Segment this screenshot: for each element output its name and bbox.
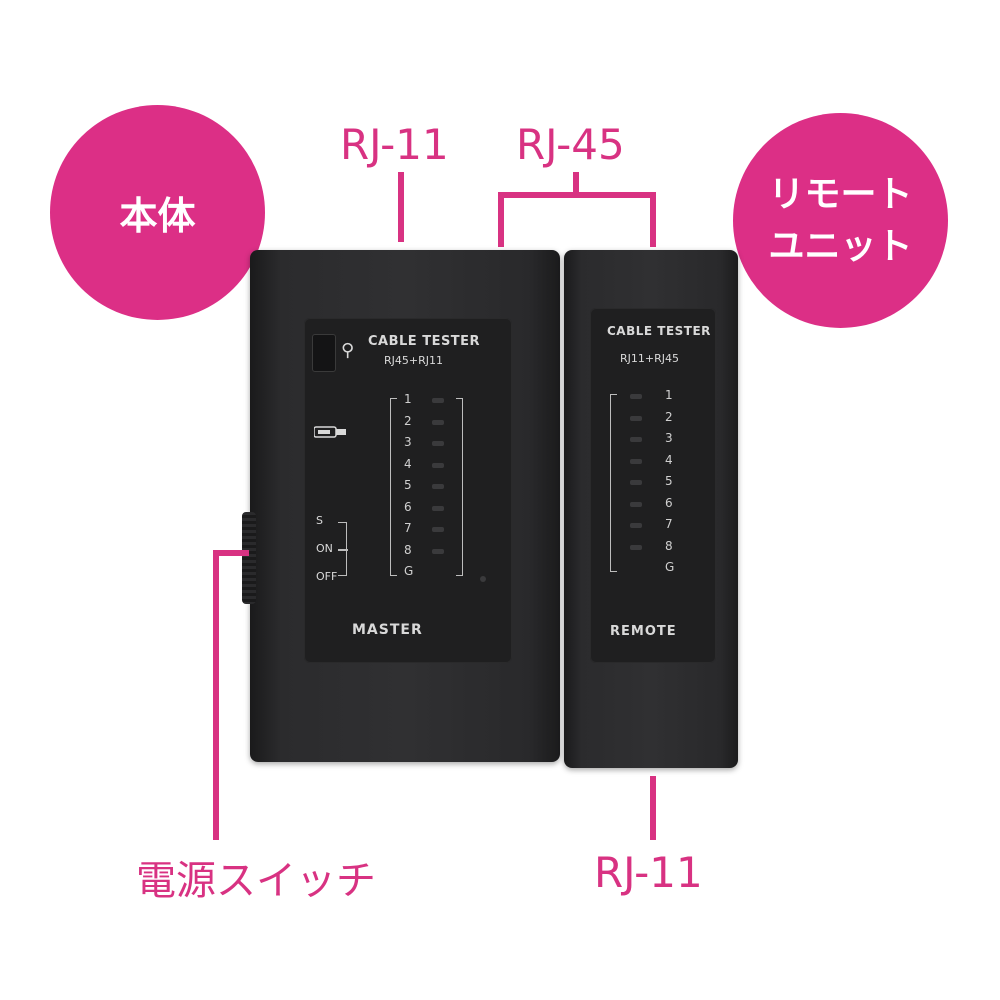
remote-led-label: 5 [665,474,673,488]
remote-unit-label-1: リモート [768,173,913,215]
power-switch-wheel[interactable] [242,512,256,604]
remote-led-label: 7 [665,517,673,531]
remote-title: CABLE TESTER [607,324,711,338]
remote-led-label: 2 [665,409,673,424]
remote-led [630,394,642,399]
master-led-label: 3 [404,435,412,449]
remote-name: REMOTE [610,624,677,639]
remote-led [630,415,642,421]
master-led-label: 5 [404,478,412,492]
master-led-label: 2 [404,413,412,428]
remote-led [630,480,642,485]
key-icon: ⚲ [341,340,355,361]
master-led [432,527,444,532]
master-led [432,484,444,489]
master-led [432,419,444,425]
remote-led [630,501,642,507]
main-unit-label: 本体 [119,194,196,238]
master-led-bracket-left [390,398,397,576]
master-led [432,505,444,511]
master-led [432,441,444,446]
remote-led [630,458,642,464]
master-led [432,398,444,403]
master-led-label: 1 [404,392,412,406]
master-led-bracket-right [456,398,463,576]
master-led-label: 7 [404,521,412,535]
main-unit-badge: 本体 [50,105,265,320]
remote-unit-label-2: ユニット [768,225,913,267]
top-rj11-label: RJ-11 [340,120,449,169]
switch-on-label: ON [316,542,333,555]
top-rj11-leader [398,172,404,242]
remote-led [630,523,642,528]
master-subtitle: RJ45+RJ11 [384,354,443,367]
switch-on-tick [338,549,348,551]
test-mode-button[interactable] [312,334,336,372]
master-led-label: 8 [404,542,412,557]
top-rj45-leader-bar [498,192,656,198]
switch-off-label: OFF [316,570,338,583]
remote-led-label: 8 [665,538,673,553]
top-rj45-label: RJ-45 [516,120,625,169]
remote-led-label: 1 [665,388,673,402]
top-rj45-leader-left [498,192,504,247]
bottom-rj11-leader [650,776,656,840]
master-led-label: 6 [404,499,412,514]
remote-led-bracket-left [610,394,617,572]
plug-icon [313,424,348,438]
master-name: MASTER [352,622,423,638]
master-title: CABLE TESTER [368,334,481,349]
power-switch-leader-h [213,550,249,556]
bottom-rj11-label: RJ-11 [594,848,703,897]
master-led [432,462,444,468]
master-led-label: 4 [404,456,412,471]
master-led-label: G [404,564,414,578]
remote-led-label: 6 [665,495,673,510]
status-dot [480,576,486,582]
master-led [432,548,444,554]
top-rj45-leader-stem [573,172,579,194]
remote-led-label: 3 [665,431,673,445]
remote-led-label: G [665,560,675,574]
remote-unit-badge: リモート ユニット [733,113,948,328]
remote-led-label: 4 [665,452,673,467]
switch-s-label: S [316,514,323,527]
remote-subtitle: RJ11+RJ45 [620,352,679,365]
power-switch-leader-v [213,550,219,840]
top-rj45-leader-right [650,192,656,247]
power-switch-label: 電源スイッチ [136,858,376,904]
remote-led [630,544,642,550]
remote-led [630,437,642,442]
